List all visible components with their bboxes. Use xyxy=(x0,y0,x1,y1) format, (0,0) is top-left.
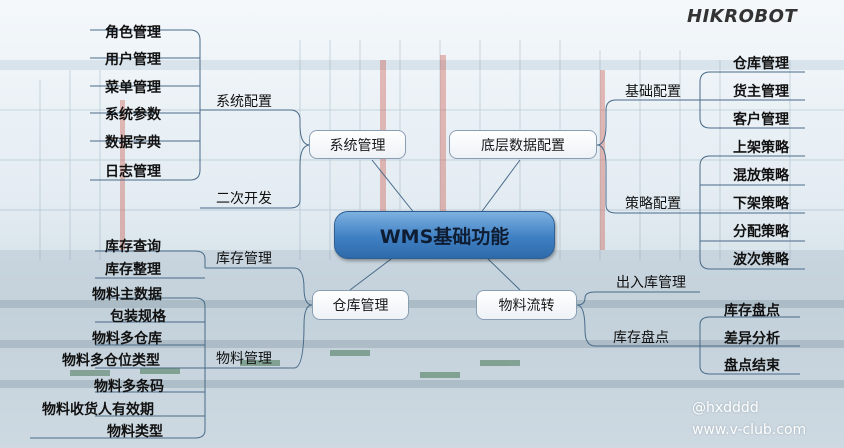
group-secondary-dev: 二次开发 xyxy=(216,191,272,207)
group-strategy-config: 策略配置 xyxy=(625,196,681,212)
leaf-wave-strategy: 波次策略 xyxy=(733,252,789,268)
leaf-picking-strategy: 下架策略 xyxy=(733,196,789,212)
group-stocktaking: 库存盘点 xyxy=(613,330,669,346)
leaf-menu-management: 菜单管理 xyxy=(105,80,161,96)
group-inventory-management: 库存管理 xyxy=(216,251,272,267)
leaf-material-multi-barcode: 物料多条码 xyxy=(94,379,164,395)
group-basic-config: 基础配置 xyxy=(625,84,681,100)
leaf-user-management: 用户管理 xyxy=(105,52,161,68)
leaf-owner-management: 货主管理 xyxy=(733,84,789,100)
leaf-putaway-strategy: 上架策略 xyxy=(733,140,789,156)
leaf-log-management: 日志管理 xyxy=(105,164,161,180)
branch-node-system-management: 系统管理 xyxy=(309,130,406,159)
center-node-wms: WMS基础功能 xyxy=(334,211,555,259)
branch-node-material-flow: 物料流转 xyxy=(476,290,577,320)
leaf-stocktaking-end: 盘点结束 xyxy=(724,358,780,374)
leaf-material-type: 物料类型 xyxy=(107,424,163,440)
leaf-variance-analysis: 差异分析 xyxy=(724,331,780,347)
leaf-stocktaking: 库存盘点 xyxy=(724,303,780,319)
leaf-inventory-arrange: 库存整理 xyxy=(105,262,161,278)
leaf-material-multi-location-type: 物料多仓位类型 xyxy=(62,353,160,369)
group-system-config: 系统配置 xyxy=(216,94,272,110)
leaf-customer-management: 客户管理 xyxy=(733,112,789,128)
branch-node-base-data-config: 底层数据配置 xyxy=(449,130,597,159)
watermark-site: www.v-club.com xyxy=(692,422,807,438)
leaf-system-params: 系统参数 xyxy=(105,107,161,123)
leaf-warehouse-management: 仓库管理 xyxy=(733,56,789,72)
leaf-material-master: 物料主数据 xyxy=(92,287,162,303)
leaf-inventory-query: 库存查询 xyxy=(105,239,161,255)
leaf-role-management: 角色管理 xyxy=(105,25,161,41)
leaf-data-dictionary: 数据字典 xyxy=(105,135,161,151)
watermark-handle: @hxdddd xyxy=(692,400,759,416)
hikrobot-logo: HIKROBOT xyxy=(687,6,798,27)
leaf-material-receiver-validity: 物料收货人有效期 xyxy=(42,402,154,418)
leaf-allocation-strategy: 分配策略 xyxy=(733,224,789,240)
group-inbound-outbound: 出入库管理 xyxy=(616,275,686,291)
leaf-packing-spec: 包装规格 xyxy=(110,309,166,325)
leaf-mixing-strategy: 混放策略 xyxy=(733,168,789,184)
group-material-management: 物料管理 xyxy=(216,351,272,367)
branch-node-warehouse-management: 仓库管理 xyxy=(312,290,409,320)
leaf-material-multi-warehouse: 物料多仓库 xyxy=(92,331,162,347)
